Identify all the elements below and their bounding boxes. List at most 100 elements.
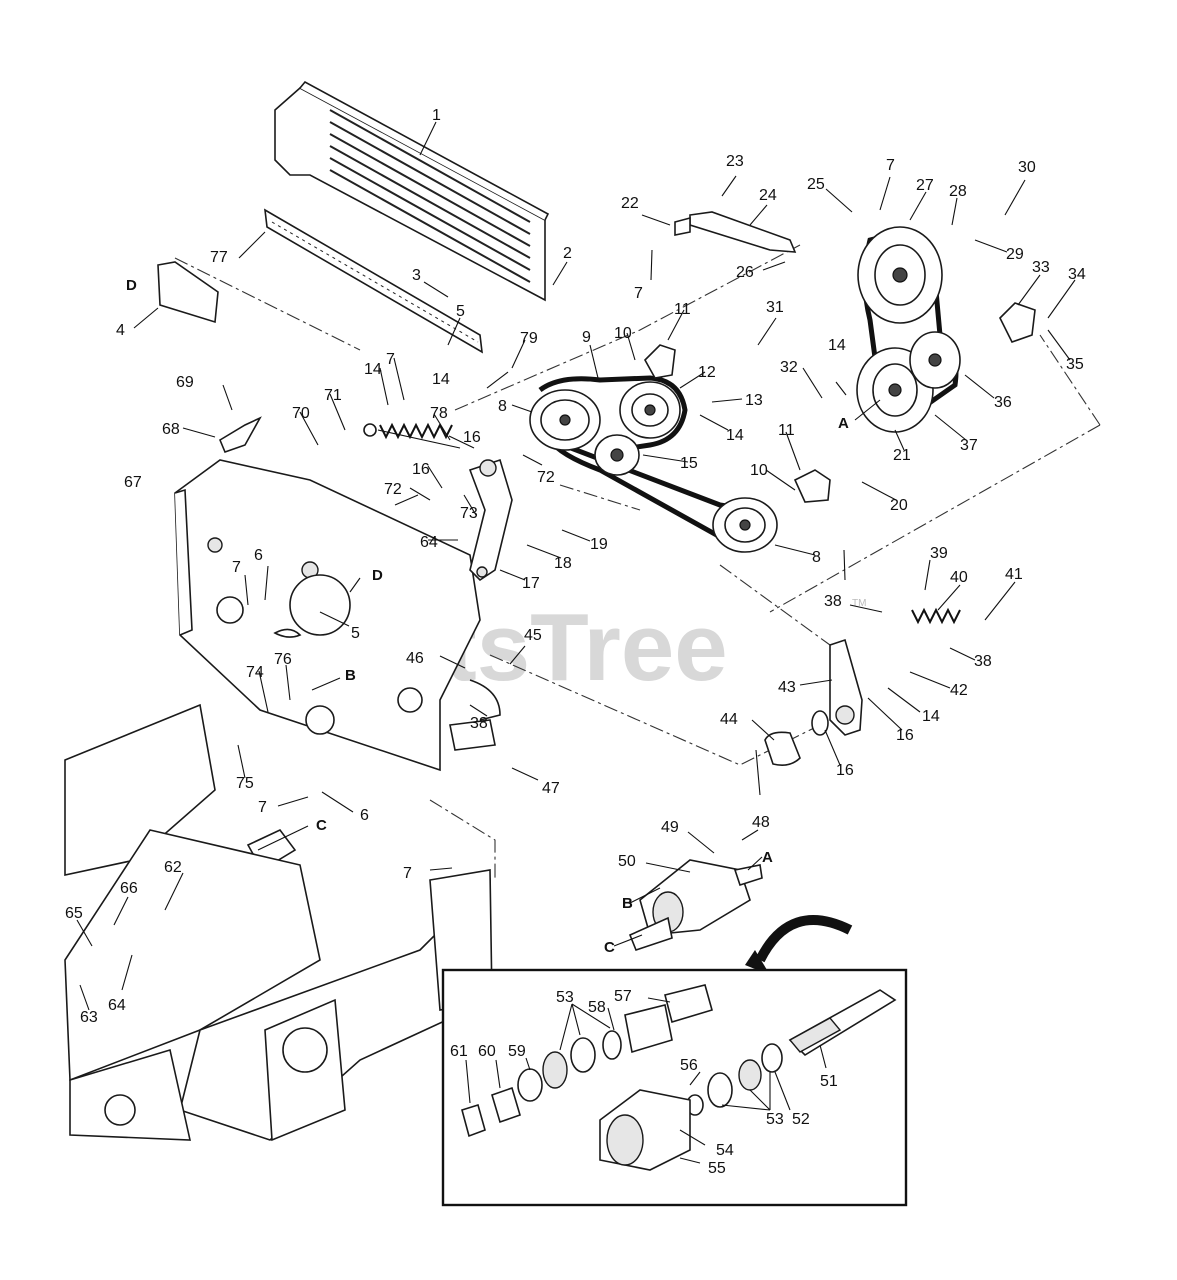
callout-36: 36 [994,394,1012,411]
callout-46: 46 [406,650,424,667]
callout-7e: 7 [258,799,267,816]
callout-57: 57 [614,988,632,1005]
callout-50: 50 [618,853,636,870]
callout-73: 73 [460,505,478,522]
bracket [157,261,219,324]
callout-64b: 64 [420,534,438,551]
callout-30: 30 [1018,159,1036,176]
callout-76: 76 [274,651,292,668]
callout-5b: 5 [351,625,360,642]
mounting-plate [174,459,501,772]
callout-17: 17 [522,575,540,592]
spindle-assembly [628,859,763,951]
spring [363,422,461,449]
callout-7c: 7 [886,157,895,174]
callout-26: 26 [736,264,754,281]
callout-21: 21 [893,447,911,464]
callout-7d: 7 [386,351,395,368]
callout-14e: 14 [922,708,940,725]
ref-d2: D [372,567,383,584]
callout-3: 3 [412,267,421,284]
callout-11b: 11 [778,422,795,439]
hub-lower [793,469,831,503]
callout-10b: 10 [750,462,768,479]
callout-78: 78 [430,405,448,422]
tension-rod [674,211,797,253]
callout-66: 66 [120,880,138,897]
clip [218,416,262,454]
callout-53b: 53 [766,1111,784,1128]
callout-33: 33 [1032,259,1050,276]
alignment-lines [174,244,1101,1121]
callout-24: 24 [759,187,777,204]
pulley-upper [619,381,681,439]
callout-38c: 38 [470,715,488,732]
callout-28: 28 [949,183,967,200]
callout-40: 40 [950,569,968,586]
callout-58: 58 [588,999,606,1016]
callout-22: 22 [621,195,639,212]
callout-67: 67 [124,474,142,491]
clutch-assembly [856,226,961,433]
ref-a2: A [762,849,773,866]
callout-11: 11 [674,301,691,318]
spring-right [911,607,961,625]
callout-25: 25 [807,176,825,193]
callout-63: 63 [80,1009,98,1026]
callout-38b: 38 [974,653,992,670]
callout-65: 65 [65,905,83,922]
callout-71: 71 [324,387,342,404]
bearing-hub [999,302,1036,343]
callout-2: 2 [563,245,572,262]
idler-arm [468,458,513,582]
callout-16: 16 [463,429,481,446]
callout-5: 5 [456,303,465,320]
callout-15: 15 [680,455,698,472]
callout-9: 9 [582,329,591,346]
callout-77: 77 [210,249,228,266]
callout-14b: 14 [432,371,450,388]
callout-75: 75 [236,775,254,792]
callout-48: 48 [752,814,770,831]
callout-55: 55 [708,1160,726,1177]
ref-c: C [316,817,327,834]
callout-10: 10 [614,325,632,342]
ref-b2: B [622,895,633,912]
callout-1: 1 [432,107,441,124]
callout-54: 54 [716,1142,734,1159]
callout-47: 47 [542,780,560,797]
callout-14c: 14 [364,361,382,378]
idler-pulley [594,434,640,476]
hub-upper [644,344,676,379]
callout-4: 4 [116,322,125,339]
callout-19: 19 [590,536,608,553]
ref-d: D [126,277,137,294]
callout-68: 68 [162,421,180,438]
callout-70: 70 [292,405,310,422]
ref-b: B [345,667,356,684]
callout-16d: 16 [836,762,854,779]
callout-7b: 7 [634,285,643,302]
deck-cover [274,80,550,302]
callout-37: 37 [960,437,978,454]
chassis-frame [64,703,493,1142]
callout-64: 64 [108,997,126,1014]
pulley-lower [712,497,778,553]
callout-72b: 72 [384,481,402,498]
callout-49: 49 [661,819,679,836]
callout-6: 6 [254,547,263,564]
callout-8b: 8 [812,549,821,566]
trademark: TM [852,598,866,609]
callout-27: 27 [916,177,934,194]
callout-34: 34 [1068,266,1086,283]
callout-69: 69 [176,374,194,391]
ref-a: A [838,415,849,432]
detail-inset [441,915,908,1207]
pulley-left [529,389,601,451]
callout-labels: 1 2 3 4 5 5 6 6 7 7 7 7 7 7 8 8 9 10 10 … [65,107,1086,1177]
callout-72: 72 [537,469,555,486]
callout-23: 23 [726,153,744,170]
callout-31: 31 [766,299,784,316]
callout-6b: 6 [360,807,369,824]
